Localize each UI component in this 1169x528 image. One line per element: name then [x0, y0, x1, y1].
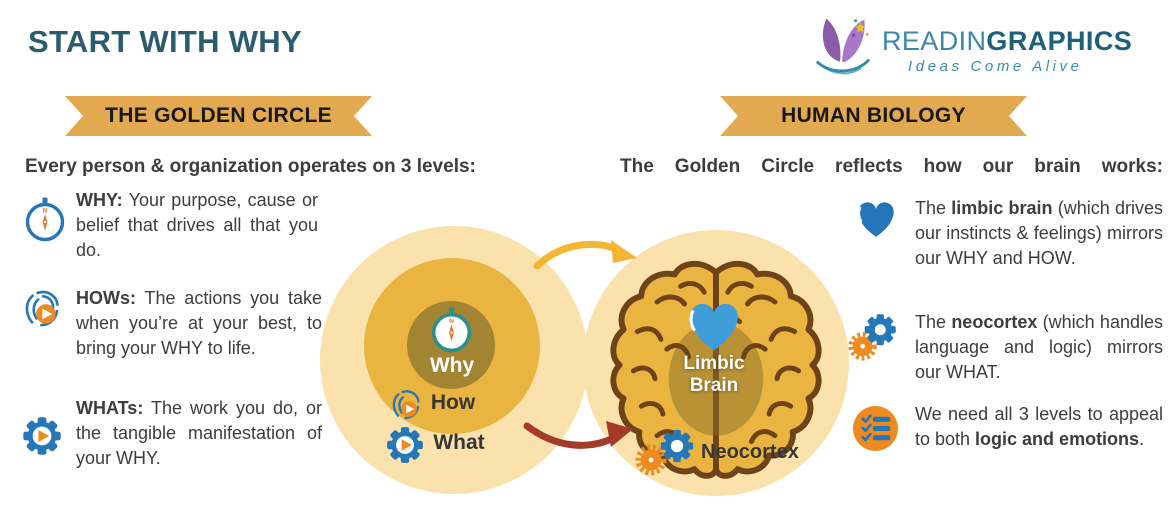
diagram-label-what: What — [433, 431, 485, 454]
fingerprint-play-icon — [25, 290, 59, 327]
compass-icon: N — [25, 197, 65, 242]
bullet-limbic-bold: limbic brain — [951, 198, 1053, 218]
banner-golden-circle-label: THE GOLDEN CIRCLE — [105, 104, 332, 127]
bullet-neocortex: The neocortex (which handles language an… — [915, 310, 1163, 385]
gear-play-icon-diagram — [387, 427, 423, 463]
gear-play-icon — [23, 417, 61, 455]
diagram-label-how: How — [430, 391, 476, 414]
bullet-neocortex-pre: The — [915, 312, 952, 332]
bullet-neocortex-bold: neocortex — [951, 312, 1038, 332]
heart-icon-brain — [689, 303, 738, 351]
bullet-hows-post: The actions you take when you’re at your… — [76, 288, 322, 358]
brand-name: READINGRAPHICS — [882, 26, 1132, 57]
bullet-why: WHY: Your purpose, cause or belief that … — [76, 188, 318, 263]
bullet-limbic: The limbic brain (which drives our insti… — [915, 196, 1163, 271]
brand-logo: READINGRAPHICS Ideas Come Alive — [810, 10, 1160, 84]
left-intro-text: Every person & organization operates on … — [25, 156, 476, 177]
heart-icon — [857, 202, 894, 237]
page-title: START WITH WHY — [28, 24, 302, 59]
fingerprint-play-icon-diagram — [392, 390, 420, 420]
brain-label-neocortex: Neocortex — [701, 441, 799, 463]
brand-tagline: Ideas Come Alive — [908, 58, 1083, 75]
bullet-limbic-post: (which drives our instincts & feelings) … — [915, 198, 1163, 268]
svg-text:N: N — [43, 208, 48, 215]
brand-name-light: READIN — [882, 26, 987, 56]
right-intro-text: The Golden Circle reflects how our brain… — [620, 156, 1163, 177]
bullet-hows-bold: HOWs: — [76, 288, 136, 308]
banner-human-biology: HUMAN BIOLOGY — [720, 96, 1027, 136]
gears-icon-brain — [635, 429, 694, 476]
banner-golden-circle: THE GOLDEN CIRCLE — [65, 96, 372, 136]
gears-icon — [848, 314, 896, 361]
compass-icon-diagram: N — [431, 307, 472, 353]
bullet-levels-post: . — [1139, 429, 1145, 449]
svg-text:N: N — [449, 318, 454, 325]
bullet-why-bold: WHY: — [76, 190, 123, 210]
brain-label-limbic-line1: Limbic — [683, 353, 745, 374]
bullet-hows: HOWs: The actions you take when you’re a… — [76, 286, 322, 361]
bullet-whats-bold: WHATs: — [76, 398, 144, 418]
diagram-label-why: Why — [429, 354, 475, 377]
banner-human-biology-label: HUMAN BIOLOGY — [781, 104, 966, 127]
bullet-neocortex-post: (which handles language and logic) mirro… — [915, 312, 1163, 382]
brain-label-limbic-line2: Brain — [689, 375, 739, 396]
bullet-whats-post: The work you do, or the tangible manifes… — [76, 398, 322, 468]
bullet-levels: We need all 3 levels to appeal to both l… — [915, 402, 1163, 452]
book-butterfly-icon — [816, 18, 870, 75]
bullet-levels-bold: logic and emotions — [975, 429, 1140, 449]
bullet-levels-pre: We need all 3 levels to appeal to both — [915, 404, 1163, 449]
checklist-icon — [853, 406, 898, 451]
bullet-why-post: Your purpose, cause or belief that drive… — [76, 190, 318, 260]
bullet-limbic-pre: The — [915, 198, 952, 218]
bullet-whats: WHATs: The work you do, or the tangible … — [76, 396, 322, 471]
brand-name-bold: GRAPHICS — [986, 26, 1133, 56]
